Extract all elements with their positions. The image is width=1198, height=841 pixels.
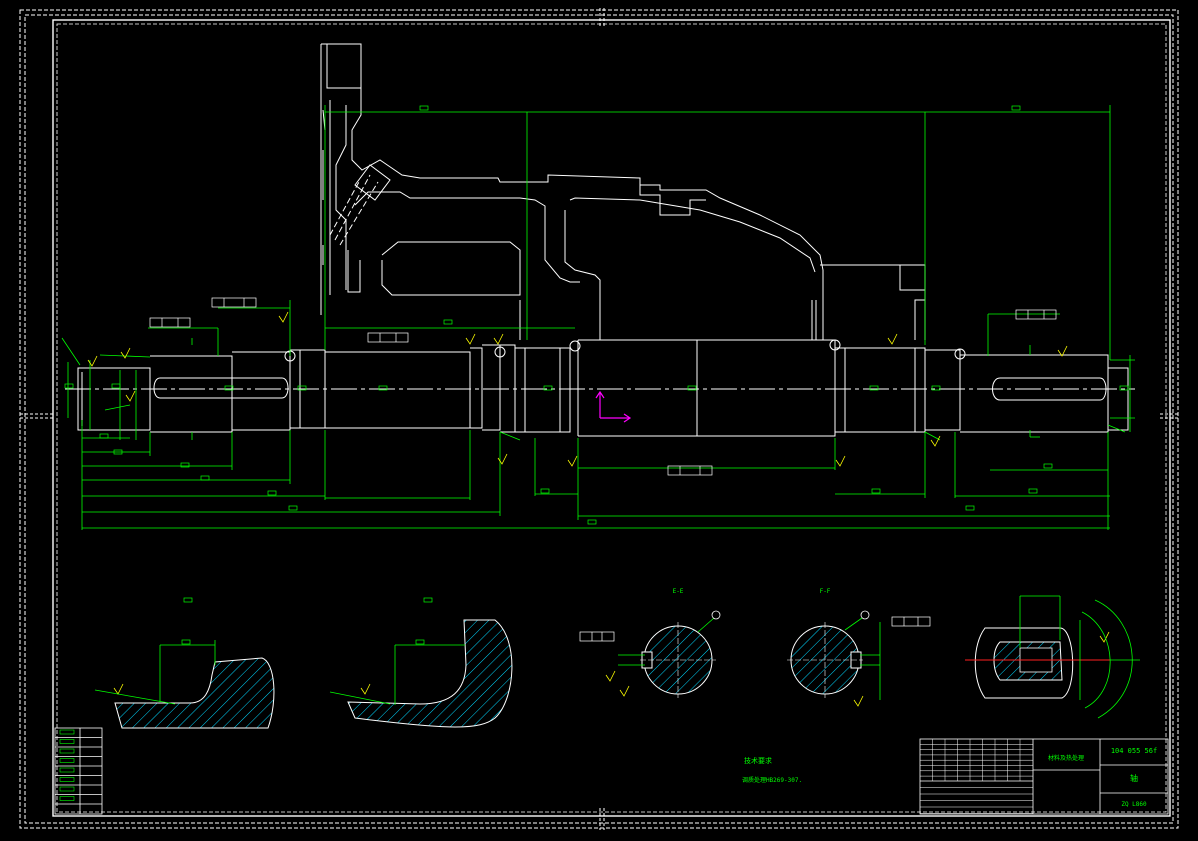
section-view-e-e: E-E	[618, 588, 721, 698]
housing-outline	[320, 43, 926, 340]
section-label-e: E-E	[673, 588, 684, 595]
title-block-dept: 材料及热处理	[1048, 754, 1084, 762]
section-label-f: F-F	[820, 588, 831, 595]
technical-notes: 技术要求 调质处理HB269-307.	[742, 756, 802, 784]
title-block-drawing-no: 104 055 56f	[1111, 747, 1157, 755]
detail-view-groove-1	[94, 640, 275, 729]
section-view-f-f: F-F	[787, 588, 881, 700]
revision-table	[54, 727, 103, 815]
notes-title: 技术要求	[744, 756, 772, 765]
detail-view-groove-2	[329, 619, 513, 728]
notes-line-1: 调质处理HB269-307.	[742, 776, 802, 784]
ucs-axis-icon	[595, 390, 632, 423]
detail-view-shaft-end	[965, 595, 1140, 719]
title-block-text: 材料及热处理 104 055 56f 轴 ZQ L860	[1048, 747, 1157, 808]
title-block	[919, 738, 1169, 815]
dimension-lines	[61, 105, 1135, 530]
drawing-frame	[19, 8, 1180, 830]
title-block-part-name: 轴	[1130, 773, 1138, 783]
title-block-grid	[920, 739, 1033, 814]
title-block-scale-code: ZQ L860	[1121, 801, 1147, 808]
shaft-main-view	[77, 339, 1129, 437]
dimension-text-boxes	[64, 105, 1129, 707]
